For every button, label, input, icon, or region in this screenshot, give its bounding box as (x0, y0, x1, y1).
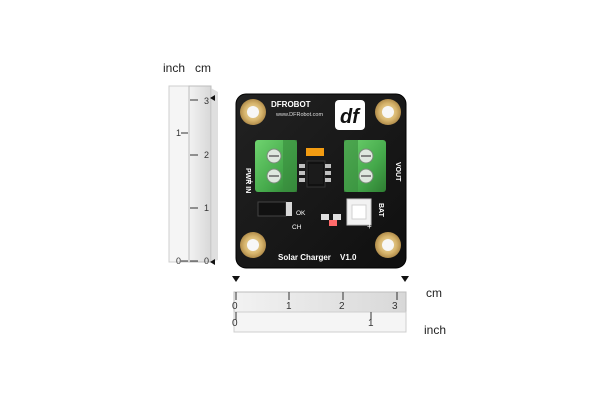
bottom-left-component-leg (286, 202, 292, 216)
h-cm-label: 2 (339, 301, 345, 312)
smd-resistor (333, 214, 341, 220)
ic-top (309, 164, 323, 184)
ic-pin (325, 178, 331, 182)
brand-name: DFROBOT (271, 100, 311, 109)
v-cm-label: 1 (204, 203, 209, 213)
board-version: V1.0 (340, 253, 357, 262)
ic-pin (325, 164, 331, 168)
mounting-pad-top-left (240, 99, 266, 125)
ic-pin (299, 178, 305, 182)
pad-hole (382, 239, 394, 251)
ruler-inch-strip-h (233, 311, 407, 333)
h-inch-unit-label: inch (424, 323, 446, 337)
pad-hole (247, 239, 259, 251)
bottom-left-component (257, 201, 287, 217)
ic-pin (325, 171, 331, 175)
df-logo-icon (335, 100, 365, 130)
v-marker-bottom (210, 259, 215, 265)
v-cm-label: 0 (204, 256, 209, 266)
v-inch-label: 0 (176, 256, 181, 266)
board-title: Solar Charger (278, 253, 331, 262)
v-inch-label: 1 (176, 128, 181, 138)
ruler-cm-strip-h (233, 291, 407, 313)
h-cm-label: 1 (286, 301, 292, 312)
ic-pin (299, 171, 305, 175)
h-marker-left (232, 276, 240, 282)
pad-hole (247, 106, 259, 118)
ruler-inch-strip (168, 85, 190, 263)
vout-terminal (344, 140, 386, 192)
bat-plus-label: + (367, 222, 372, 231)
pwr-plus-label: + (248, 177, 253, 187)
status-led (329, 220, 337, 226)
ok-label: OK (296, 210, 306, 217)
v-cm-label: 2 (204, 150, 209, 160)
horizontal-ruler: 0 1 2 3 cm 0 1 inch (232, 276, 446, 337)
ic-pin (299, 164, 305, 168)
h-inch-label: 1 (368, 318, 374, 329)
mounting-pad-bottom-right (375, 232, 401, 258)
ruler-cm-strip (188, 85, 212, 263)
h-cm-label: 0 (232, 301, 238, 312)
mounting-pad-bottom-left (240, 232, 266, 258)
bat-label: BAT (377, 203, 384, 218)
pwr-in-label: PWR IN (244, 168, 251, 193)
vertical-ruler: inch cm 0 1 2 3 0 1 (163, 61, 218, 266)
smd-resistor (321, 214, 329, 220)
h-marker-right (401, 276, 409, 282)
cm-unit-label: cm (195, 61, 211, 75)
inch-unit-label: inch (163, 61, 185, 75)
h-cm-label: 3 (392, 301, 398, 312)
ch-label: CH (292, 224, 302, 231)
terminal-side (344, 140, 358, 192)
vout-label: VOUT (394, 162, 401, 182)
mounting-pad-top-right (375, 99, 401, 125)
battery-connector-inner (351, 204, 367, 220)
orange-capacitor (306, 148, 324, 156)
h-inch-label: 0 (232, 318, 238, 329)
ruler-shadow (211, 88, 218, 262)
terminal-side (283, 140, 297, 192)
pad-hole (382, 106, 394, 118)
df-logo-text: df (340, 106, 361, 128)
solar-charger-board: DFROBOT www.DFRobot.com df (235, 93, 407, 269)
v-marker-top (210, 95, 215, 101)
v-cm-label: 3 (204, 96, 209, 106)
pwr-in-terminal (255, 140, 297, 192)
brand-website: www.DFRobot.com (275, 112, 323, 118)
h-cm-unit-label: cm (426, 286, 442, 300)
